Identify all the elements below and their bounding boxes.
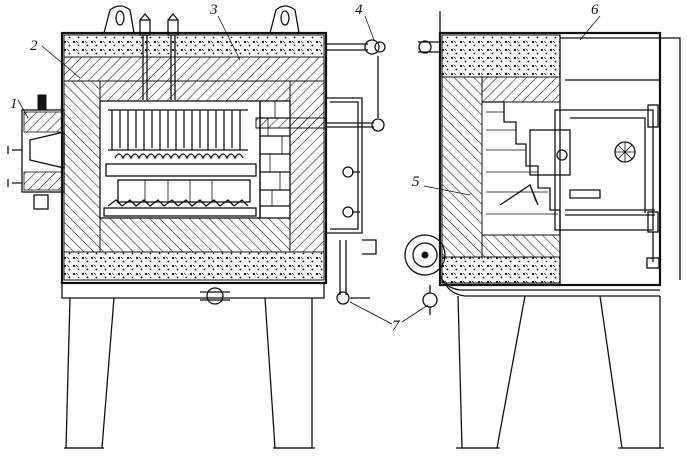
left-wall — [63, 80, 101, 253]
right-section-view — [404, 11, 681, 449]
terminal-rod — [255, 117, 327, 129]
burner-unit — [7, 94, 65, 210]
right-wall — [289, 80, 325, 253]
top-flange — [418, 40, 440, 54]
callout-6: 6 — [579, 2, 601, 41]
stepped-lining — [482, 101, 561, 233]
hearth-block — [99, 217, 291, 253]
cover-plate — [560, 37, 681, 280]
left-section-view — [7, 5, 386, 449]
svg-text:3: 3 — [209, 2, 218, 18]
heating-chamber — [99, 100, 261, 219]
svg-text:2: 2 — [30, 38, 38, 54]
svg-text:4: 4 — [355, 2, 363, 18]
right-base-insulation — [441, 256, 561, 284]
callout-3: 3 — [209, 2, 241, 61]
svg-text:1: 1 — [10, 96, 18, 112]
callout-5: 5 — [412, 174, 471, 196]
legs-left-view — [61, 282, 325, 449]
right-top-insulation — [441, 34, 561, 78]
right-roof — [481, 76, 561, 103]
lifting-eye-right — [269, 5, 300, 34]
bottom-valve — [422, 285, 438, 315]
svg-text:6: 6 — [591, 2, 599, 18]
svg-text:7: 7 — [392, 318, 401, 334]
top-insulation-2 — [63, 56, 325, 82]
heater-coil-upper — [111, 110, 241, 150]
roof-arch — [99, 80, 291, 102]
heater-coil-lower — [114, 153, 244, 160]
right-floor — [481, 234, 561, 258]
drive-pulley — [404, 234, 446, 276]
control-box — [529, 104, 660, 269]
right-outer-shell — [438, 31, 662, 287]
legs-right-view — [456, 295, 664, 449]
lifting-eye-left — [103, 5, 135, 34]
side-piping — [326, 39, 386, 305]
right-side-wall — [441, 76, 483, 258]
top-insulation — [63, 34, 325, 58]
svg-text:5: 5 — [412, 174, 420, 190]
callout-2: 2 — [30, 38, 81, 79]
callout-1: 1 — [10, 96, 29, 119]
callout-4: 4 — [355, 2, 375, 41]
thermocouple-top — [139, 12, 179, 100]
bottom-insulation — [63, 251, 325, 281]
callout-7: 7 — [349, 301, 429, 334]
